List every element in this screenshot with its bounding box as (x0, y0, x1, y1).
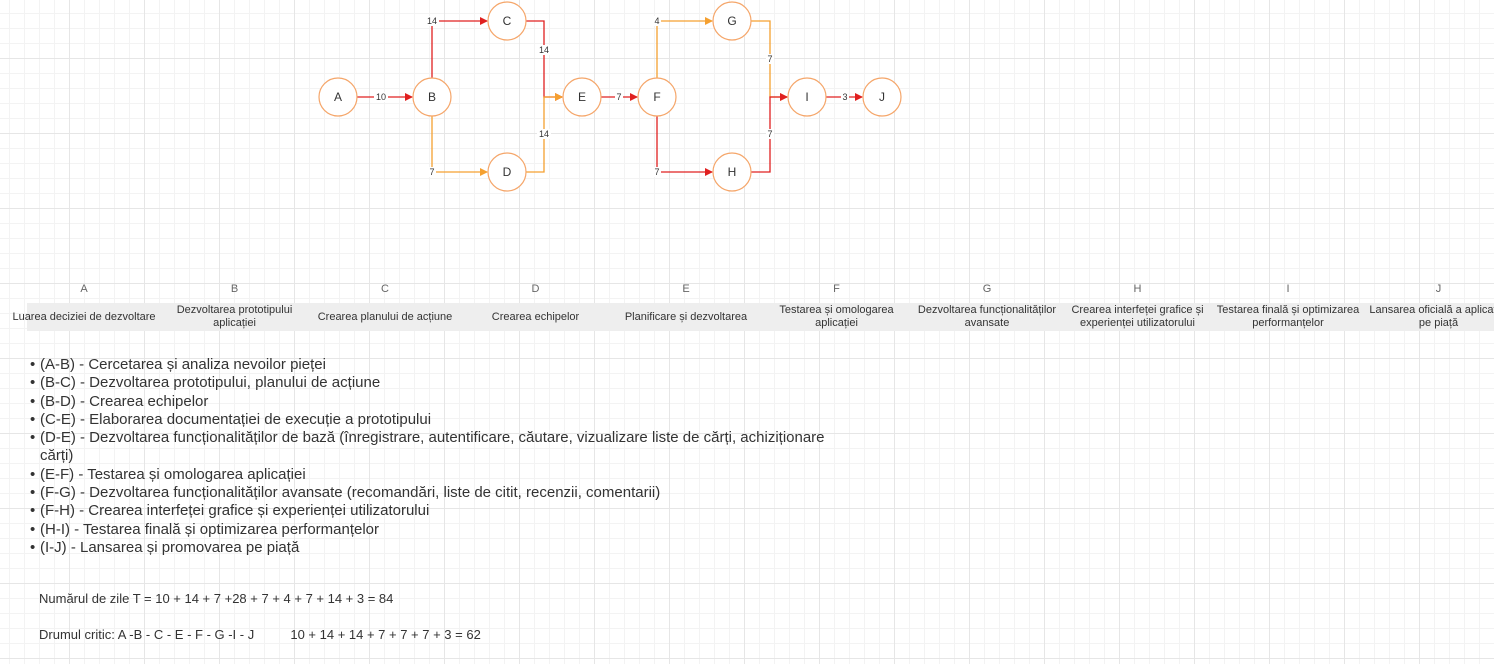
task-cell: Testarea finală și optimizarea performan… (1216, 304, 1360, 329)
svg-text:14: 14 (539, 45, 549, 55)
task-cell: Testarea și omologarea aplicației (779, 304, 894, 329)
edge-c-e (526, 20, 563, 101)
edge-label-c-e: 14 (537, 45, 551, 55)
node-circle (712, 152, 752, 192)
node-circle (562, 77, 602, 117)
activity-item: (I-J) - Lansarea și promovarea pe piață (30, 539, 860, 558)
activity-item: (B-C) - Dezvoltarea prototipului, planul… (30, 374, 860, 393)
task-letter: H (1133, 283, 1142, 295)
activity-item: (C-E) - Elaborarea documentației de exec… (30, 411, 860, 430)
task-cell: Lansarea oficială a aplicației pe piață (1369, 304, 1494, 329)
edge-label-d-e: 14 (537, 129, 551, 139)
svg-text:7: 7 (654, 167, 659, 177)
task-cell: Dezvoltarea prototipului aplicației (176, 304, 293, 329)
svg-text:14: 14 (427, 16, 437, 26)
task-letter: B (230, 283, 239, 295)
svg-text:7: 7 (767, 129, 772, 139)
node-b: B (412, 77, 452, 117)
node-circle (787, 77, 827, 117)
node-label: G (727, 14, 736, 28)
activity-item: (E-F) - Testarea și omologarea aplicație… (30, 466, 860, 485)
edge-label-h-i: 7 (766, 129, 774, 139)
node-circle (712, 1, 752, 41)
critical-path-text: Drumul critic: A -B - C - E - F - G -I -… (39, 627, 481, 642)
task-letter: G (982, 283, 992, 295)
node-label: I (805, 90, 808, 104)
task-letter: A (80, 283, 88, 295)
activity-list: (A-B) - Cercetarea și analiza nevoilor p… (30, 356, 860, 558)
node-i: I (787, 77, 827, 117)
node-d: D (487, 152, 527, 192)
node-circle (637, 77, 677, 117)
node-circle (487, 152, 527, 192)
node-e: E (562, 77, 602, 117)
activity-item: (B-D) - Crearea echipelor (30, 393, 860, 412)
svg-text:14: 14 (539, 129, 549, 139)
edge-b-d (431, 116, 488, 176)
node-circle (487, 1, 527, 41)
activity-item: (F-G) - Dezvoltarea funcționalităților a… (30, 484, 860, 503)
edge-label-f-h: 7 (653, 167, 661, 177)
edges-layer: 10 14 7 14 14 7 4 7 7 7 3 (357, 16, 863, 177)
node-c: C (487, 1, 527, 41)
task-table-background (27, 303, 1494, 331)
nodes-layer: A B C D E F G H I J (318, 1, 902, 192)
edge-label-e-f: 7 (615, 92, 623, 102)
task-cell: Luarea deciziei de dezvoltare (12, 310, 156, 323)
task-letter: D (531, 283, 540, 295)
node-label: A (334, 90, 342, 104)
svg-text:3: 3 (842, 92, 847, 102)
edge-label-b-c: 14 (425, 16, 439, 26)
activity-item: (H-I) - Testarea finală și optimizarea p… (30, 521, 860, 540)
node-label: H (728, 165, 737, 179)
node-circle (862, 77, 902, 117)
edge-label-f-g: 4 (653, 16, 661, 26)
svg-text:10: 10 (376, 92, 386, 102)
task-cell: Crearea planului de acțiune (317, 310, 453, 323)
node-g: G (712, 1, 752, 41)
node-label: F (653, 90, 660, 104)
node-h: H (712, 152, 752, 192)
activity-item: (F-H) - Crearea interfeței grafice și ex… (30, 502, 860, 521)
node-j: J (862, 77, 902, 117)
edge-f-g (656, 17, 713, 78)
task-cell: Crearea interfeței grafice și experiențe… (1071, 304, 1204, 329)
node-circle (318, 77, 358, 117)
edge-label-b-d: 7 (428, 167, 436, 177)
task-cell: Planificare și dezvoltarea (624, 310, 748, 323)
task-letter: I (1286, 283, 1290, 295)
network-diagram: 10 14 7 14 14 7 4 7 7 7 3 A B C D E F G H I J (318, 1, 902, 192)
task-letter: C (381, 283, 389, 295)
svg-text:7: 7 (767, 54, 772, 64)
activity-item: (A-B) - Cercetarea și analiza nevoilor p… (30, 356, 860, 375)
node-circle (412, 77, 452, 117)
edge-label-a-b: 10 (374, 92, 388, 102)
node-label: C (503, 14, 512, 28)
activity-item: (D-E) - Dezvoltarea funcționalităților d… (30, 429, 860, 466)
edge-f-h (656, 116, 713, 176)
edge-label-g-i: 7 (766, 54, 774, 64)
svg-text:7: 7 (429, 167, 434, 177)
task-cell: Crearea echipelor (491, 310, 580, 323)
svg-text:4: 4 (654, 16, 659, 26)
task-cell: Dezvoltarea funcționalităților avansate (917, 304, 1057, 329)
node-label: D (503, 165, 512, 179)
node-label: B (428, 90, 436, 104)
edge-label-i-j: 3 (841, 92, 849, 102)
node-f: F (637, 77, 677, 117)
node-label: J (879, 90, 885, 104)
node-a: A (318, 77, 358, 117)
svg-text:7: 7 (616, 92, 621, 102)
task-letter: J (1435, 283, 1442, 295)
task-letter: E (682, 283, 690, 295)
edge-b-c (431, 17, 488, 78)
node-label: E (578, 90, 586, 104)
total-days-text: Numărul de zile T = 10 + 14 + 7 +28 + 7 … (39, 591, 394, 606)
task-letter: F (833, 283, 840, 295)
